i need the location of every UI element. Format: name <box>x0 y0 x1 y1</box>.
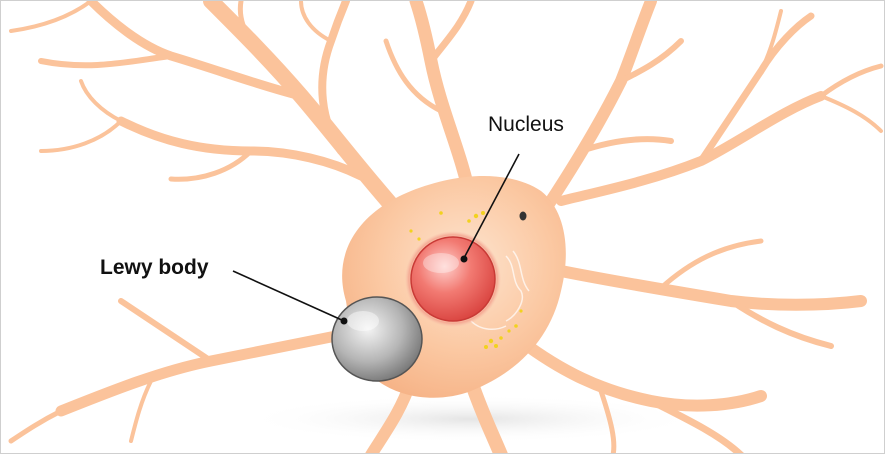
nucleus-pointer-dot <box>461 256 468 263</box>
nucleus-highlight <box>423 253 459 273</box>
nucleus <box>411 237 495 321</box>
vesicle-dot <box>520 212 527 221</box>
lewy-body <box>332 297 422 381</box>
nucleus-label: Nucleus <box>488 113 564 137</box>
lewy-body-label: Lewy body <box>100 256 209 280</box>
lewy-body-pointer-dot <box>341 318 348 325</box>
lewy-body-highlight <box>347 311 379 331</box>
lewy-body-leader-line <box>233 271 344 321</box>
